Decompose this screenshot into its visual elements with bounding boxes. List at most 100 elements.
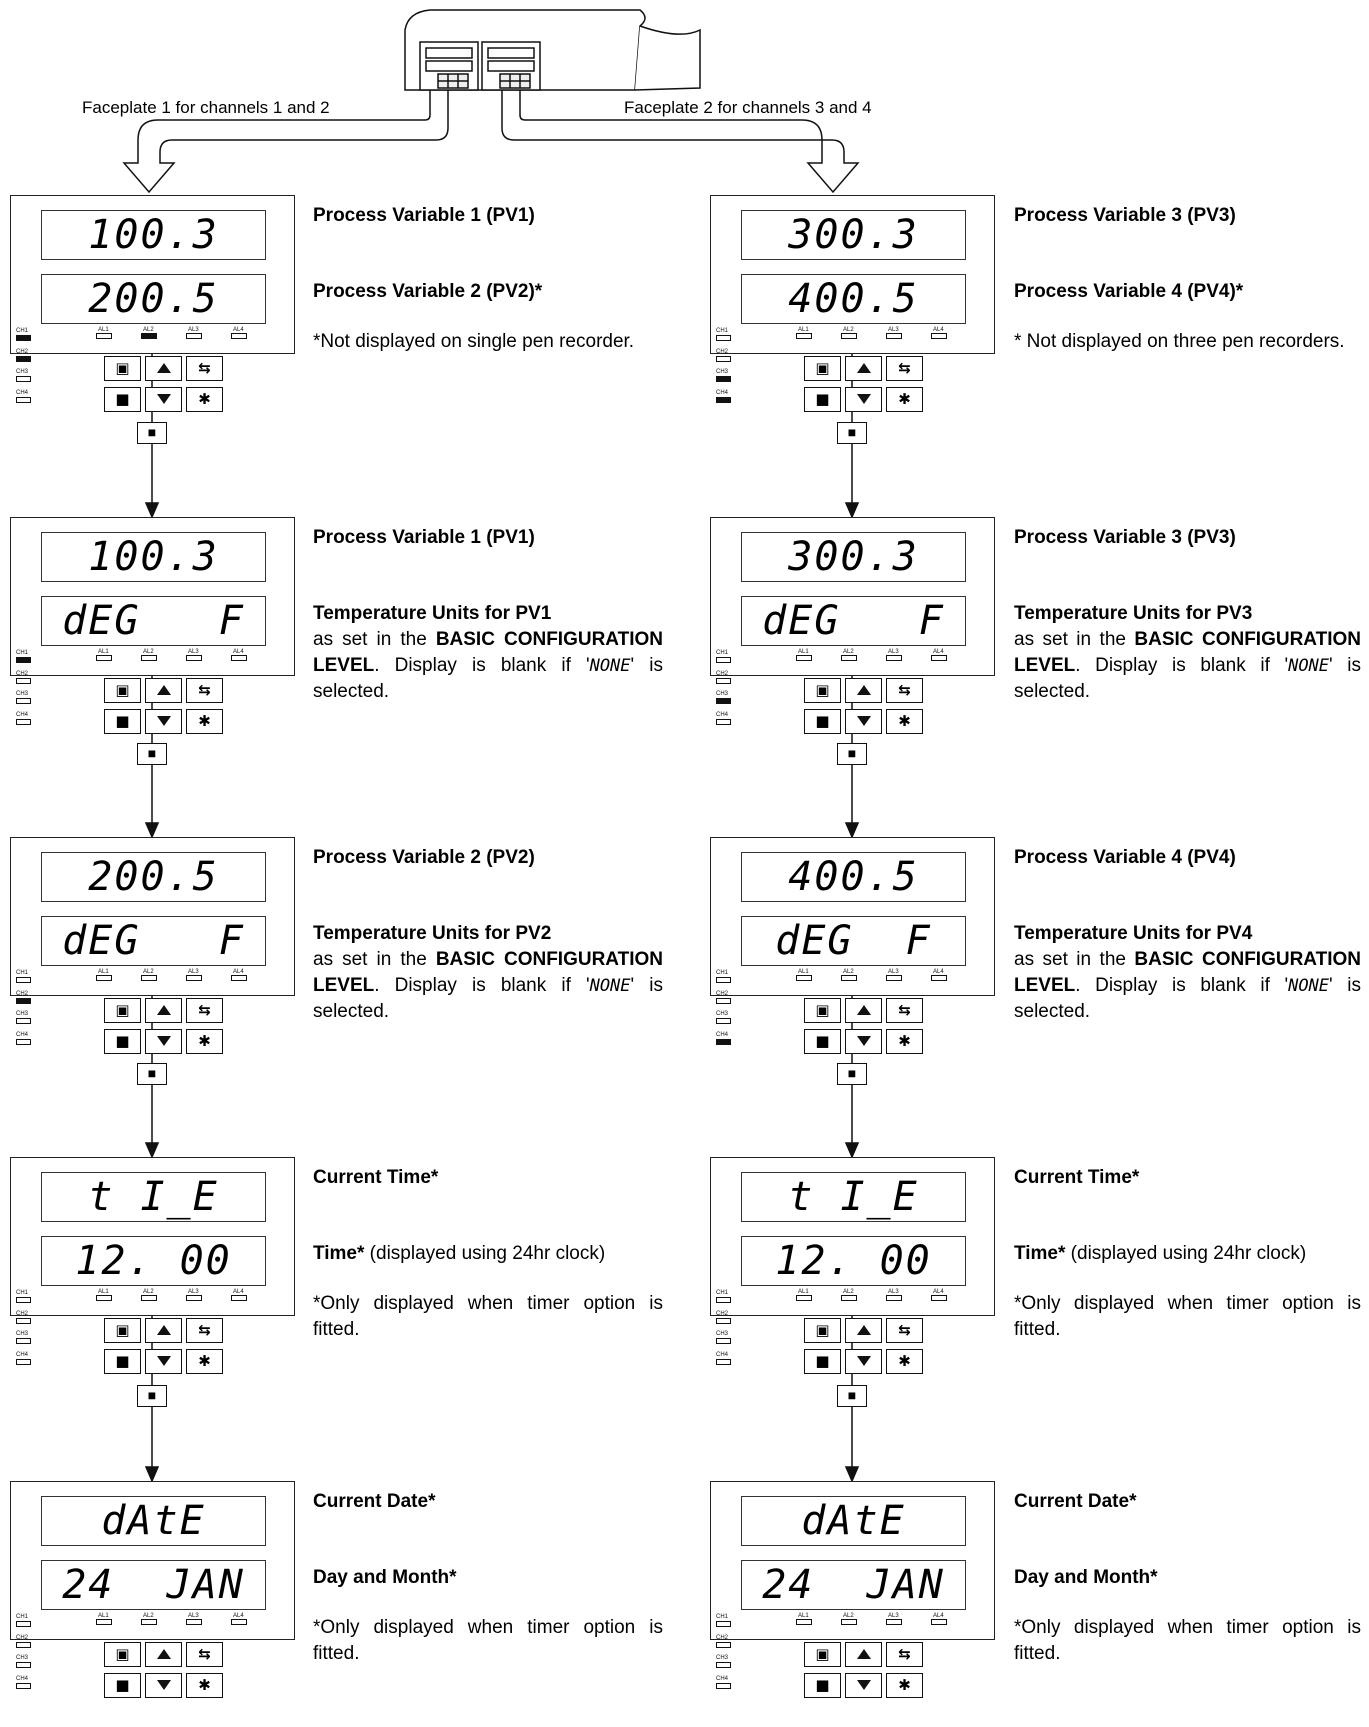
channel-label: CH3 (16, 369, 29, 375)
page-key-button[interactable]: ⇆ (186, 1642, 223, 1667)
scroll-key-button[interactable]: ▣ (804, 356, 841, 381)
enter-key-button[interactable]: ■ (804, 1029, 841, 1054)
page-key-button[interactable]: ⇆ (186, 356, 223, 381)
raise-arrow-button[interactable] (145, 356, 182, 381)
raise-arrow-button[interactable] (845, 678, 882, 703)
star-key-button[interactable]: ✱ (886, 1029, 923, 1054)
enter-key-button[interactable]: ■ (804, 1673, 841, 1698)
lower-arrow-button[interactable] (145, 1673, 182, 1698)
lower-arrow-button[interactable] (145, 1029, 182, 1054)
lower-arrow-button[interactable] (845, 387, 882, 412)
left-description-1: Process Variable 1 (PV1)Process Variable… (313, 203, 663, 355)
description-body: as set in the BASIC CONFIGURATION LEVEL.… (1014, 627, 1361, 705)
lower-arrow-button[interactable] (145, 387, 182, 412)
alarm-led-4 (231, 975, 247, 981)
star-key-button[interactable]: ✱ (886, 1673, 923, 1698)
scroll-key-button[interactable]: ▣ (804, 1318, 841, 1343)
channel-label: CH4 (16, 390, 29, 396)
body-text: as set in the (313, 629, 436, 650)
star-key-button[interactable]: ✱ (186, 387, 223, 412)
scroll-key-button[interactable]: ▣ (804, 1642, 841, 1667)
enter-key-button[interactable]: ■ (104, 1673, 141, 1698)
alarm-label: AL4 (933, 1613, 944, 1619)
description-subtitle: Temperature Units for PV1 (313, 601, 663, 627)
alarm-led-4 (231, 1295, 247, 1301)
raise-arrow-button[interactable] (845, 356, 882, 381)
enter-key-button[interactable]: ■ (104, 1029, 141, 1054)
scroll-key-button[interactable]: ▣ (804, 678, 841, 703)
enter-key-button[interactable]: ■ (104, 387, 141, 412)
raise-arrow-button[interactable] (845, 998, 882, 1023)
lower-arrow-button[interactable] (845, 1349, 882, 1374)
page-key-button[interactable]: ⇆ (886, 1318, 923, 1343)
star-key-icon: ✱ (898, 1352, 911, 1370)
enter-key-button[interactable]: ■ (804, 387, 841, 412)
description-body: as set in the BASIC CONFIGURATION LEVEL.… (313, 627, 663, 705)
lower-arrow-button[interactable] (845, 1029, 882, 1054)
page-key-button[interactable]: ⇆ (886, 356, 923, 381)
raise-arrow-button[interactable] (145, 1318, 182, 1343)
lower-arrow-button[interactable] (145, 1349, 182, 1374)
page-key-button[interactable]: ⇆ (186, 1318, 223, 1343)
lower-display: dEG F (741, 596, 966, 646)
lower-arrow-button[interactable] (845, 1673, 882, 1698)
raise-arrow-button[interactable] (145, 998, 182, 1023)
alarm-label: AL2 (143, 327, 154, 333)
alarm-label: AL1 (98, 1289, 109, 1295)
spacer (1014, 229, 1361, 279)
alarm-led-1 (96, 655, 112, 661)
star-key-button[interactable]: ✱ (186, 1029, 223, 1054)
scroll-key-button[interactable]: ▣ (104, 356, 141, 381)
page-key-button[interactable]: ⇆ (886, 678, 923, 703)
scroll-key-icon: ▣ (115, 1645, 130, 1663)
enter-key-icon: ■ (115, 1032, 130, 1050)
star-key-button[interactable]: ✱ (886, 1349, 923, 1374)
star-key-button[interactable]: ✱ (186, 709, 223, 734)
upper-display: 200.5 (41, 852, 266, 902)
upper-display: 100.3 (41, 210, 266, 260)
scroll-key-button[interactable]: ▣ (804, 998, 841, 1023)
page-key-button[interactable]: ⇆ (186, 678, 223, 703)
enter-key-button[interactable]: ■ (104, 1349, 141, 1374)
upper-display: 300.3 (741, 532, 966, 582)
channel-led-3 (716, 1338, 731, 1344)
raise-arrow-button[interactable] (145, 678, 182, 703)
spacer (313, 1591, 663, 1615)
lower-arrow-button[interactable] (845, 709, 882, 734)
upper-display-text: 100.3 (88, 212, 219, 258)
alarm-led-4 (931, 1295, 947, 1301)
upper-display-text: t I_E (788, 1174, 919, 1220)
scroll-key-button[interactable]: ▣ (104, 678, 141, 703)
body-text: as set in the (313, 949, 436, 970)
lower-arrow-button[interactable] (145, 709, 182, 734)
scroll-key-button[interactable]: ▣ (104, 1318, 141, 1343)
star-key-button[interactable]: ✱ (886, 387, 923, 412)
star-key-button[interactable]: ✱ (186, 1349, 223, 1374)
raise-arrow-button[interactable] (845, 1318, 882, 1343)
channel-led-4 (16, 1039, 31, 1045)
alarm-label: AL3 (188, 1289, 199, 1295)
alarm-label: AL4 (233, 969, 244, 975)
raise-arrow-button[interactable] (845, 1642, 882, 1667)
enter-key-button[interactable]: ■ (804, 1349, 841, 1374)
enter-key-button[interactable]: ■ (104, 709, 141, 734)
alarm-label: AL2 (843, 969, 854, 975)
scroll-key-button[interactable]: ▣ (104, 998, 141, 1023)
subtitle-text: Time* (313, 1243, 365, 1264)
page-key-button[interactable]: ⇆ (886, 1642, 923, 1667)
page-key-button[interactable]: ⇆ (186, 998, 223, 1023)
enter-key-button[interactable]: ■ (804, 709, 841, 734)
page-key-icon: ⇆ (198, 1001, 211, 1019)
alarm-label: AL3 (888, 1289, 899, 1295)
description-note: *Only displayed when timer option is fit… (313, 1293, 663, 1340)
alarm-label: AL4 (933, 969, 944, 975)
scroll-key-button[interactable]: ▣ (104, 1642, 141, 1667)
raise-arrow-button[interactable] (145, 1642, 182, 1667)
star-key-button[interactable]: ✱ (186, 1673, 223, 1698)
page-key-button[interactable]: ⇆ (886, 998, 923, 1023)
star-key-button[interactable]: ✱ (886, 709, 923, 734)
